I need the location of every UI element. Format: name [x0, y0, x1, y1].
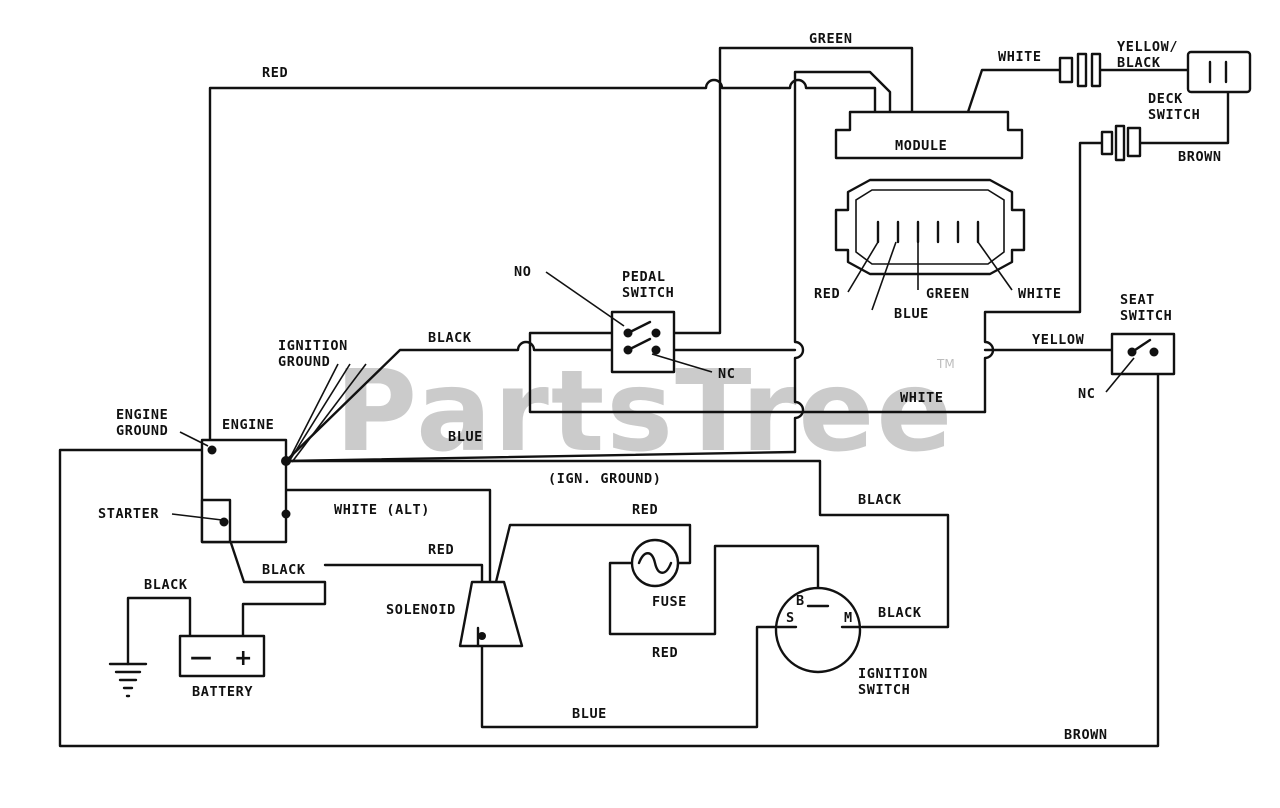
- label-seat-switch: SEAT SWITCH: [1120, 292, 1172, 324]
- label-starter: STARTER: [98, 506, 159, 522]
- connector-pins: [876, 220, 980, 244]
- label-deck-switch: DECK SWITCH: [1148, 91, 1200, 123]
- wire-deck-brown: [1138, 88, 1230, 145]
- engine: [200, 438, 291, 544]
- watermark-trademark: TM: [936, 357, 955, 371]
- ground-symbol: [108, 662, 148, 698]
- deck-connector-top: [1058, 52, 1102, 88]
- label-brown-bottom: BROWN: [1064, 727, 1108, 743]
- wire-pedal-loop: [528, 331, 987, 414]
- battery: [178, 634, 266, 678]
- wire-blue-mid: [284, 450, 797, 463]
- wires: [58, 46, 1230, 748]
- fuse: [630, 538, 680, 588]
- leader-lines: [171, 241, 1135, 521]
- wire-red-bottom: [608, 544, 820, 636]
- label-yellow-black-line1: YELLOW/: [1117, 39, 1178, 55]
- label-pedal-switch-line2: SWITCH: [622, 285, 674, 301]
- ignition-switch: [774, 586, 862, 674]
- label-yellow-black: YELLOW/ BLACK: [1117, 39, 1187, 71]
- label-engine: ENGINE: [222, 417, 274, 433]
- wire-module-loop: [793, 70, 892, 454]
- label-nc-seat: NC: [1078, 386, 1095, 402]
- label-blue-bottom: BLUE: [572, 706, 607, 722]
- label-terminal-m: M: [844, 610, 853, 626]
- deck-switch: [1186, 50, 1252, 94]
- wire-red-fuse: [492, 523, 692, 592]
- label-blue-mid: BLUE: [448, 429, 483, 445]
- label-ignition-ground-line1: IGNITION: [278, 338, 348, 354]
- label-black-mid: BLACK: [428, 330, 472, 346]
- label-red-bottom: RED: [652, 645, 678, 661]
- label-black-battery: BLACK: [144, 577, 188, 593]
- label-fuse: FUSE: [652, 594, 687, 610]
- label-pedal-switch-line1: PEDAL: [622, 269, 666, 285]
- label-terminal-s: S: [786, 610, 795, 626]
- wire-ign-ground: [284, 459, 950, 629]
- label-ignition-ground-line2: GROUND: [278, 354, 330, 370]
- deck-connector-bottom: [1100, 124, 1142, 162]
- label-white-top: WHITE: [998, 49, 1042, 65]
- label-nc-pedal: NC: [718, 366, 735, 382]
- label-blue-pin: BLUE: [894, 306, 929, 322]
- label-black-ign: BLACK: [878, 605, 922, 621]
- module: [834, 110, 1024, 160]
- label-battery-plus: +: [234, 646, 252, 671]
- label-no: NO: [514, 264, 531, 280]
- label-solenoid: SOLENOID: [386, 602, 456, 618]
- label-black-starter: BLACK: [262, 562, 306, 578]
- label-deck-switch-line1: DECK: [1148, 91, 1183, 107]
- label-ignition-ground: IGNITION GROUND: [278, 338, 357, 370]
- label-red-solenoid: RED: [428, 542, 454, 558]
- labels: RED GREEN WHITE YELLOW/ BLACK DECK SWITC…: [98, 31, 1222, 743]
- label-engine-ground-line1: ENGINE: [116, 407, 168, 423]
- label-engine-ground-line2: GROUND: [116, 423, 168, 439]
- wire-white-top: [966, 68, 1062, 114]
- label-ignition-switch-line2: SWITCH: [858, 682, 910, 698]
- seat-switch: [1110, 332, 1176, 376]
- label-ignition-switch: IGNITION SWITCH: [858, 666, 937, 698]
- wire-red-top: [208, 78, 877, 442]
- module-connector: [834, 178, 1026, 276]
- label-yellow: YELLOW: [1032, 332, 1085, 348]
- label-deck-switch-line2: SWITCH: [1148, 107, 1200, 123]
- wire-green-top: [658, 46, 914, 335]
- wire-starter-black: [222, 520, 327, 638]
- pedal-switch: [610, 310, 676, 374]
- label-red-pin: RED: [814, 286, 840, 302]
- wire-red-solenoid: [323, 563, 484, 584]
- module-body: [834, 110, 1024, 160]
- wire-white-alt: [284, 488, 492, 584]
- label-engine-ground: ENGINE GROUND: [116, 407, 177, 439]
- label-battery: BATTERY: [192, 684, 253, 700]
- label-ignition-switch-line1: IGNITION: [858, 666, 928, 682]
- label-white-pin: WHITE: [1018, 286, 1062, 302]
- wire-deck-to-seat: [983, 141, 1104, 414]
- label-white-mid: WHITE: [900, 390, 944, 406]
- label-green-top: GREEN: [809, 31, 853, 47]
- label-terminal-b: B: [796, 593, 805, 609]
- wire-black-yellow: [284, 340, 1122, 463]
- solenoid: [458, 580, 524, 648]
- label-pedal-switch: PEDAL SWITCH: [622, 269, 674, 301]
- label-module: MODULE: [895, 138, 947, 154]
- label-green-pin: GREEN: [926, 286, 970, 302]
- wire-brown-bottom: [58, 350, 1160, 748]
- label-battery-minus: —: [190, 645, 212, 670]
- label-red-fuse-top: RED: [632, 502, 658, 518]
- label-brown-top: BROWN: [1178, 149, 1222, 165]
- label-red-top: RED: [262, 65, 288, 81]
- label-seat-switch-line1: SEAT: [1120, 292, 1155, 308]
- wire-black-battery: [126, 596, 192, 666]
- label-ign-ground: (IGN. GROUND): [548, 471, 661, 487]
- wire-blue-bottom: [480, 625, 780, 729]
- label-yellow-black-line2: BLACK: [1117, 55, 1161, 71]
- label-black-right: BLACK: [858, 492, 902, 508]
- label-white-alt: WHITE (ALT): [334, 502, 430, 518]
- label-seat-switch-line2: SWITCH: [1120, 308, 1172, 324]
